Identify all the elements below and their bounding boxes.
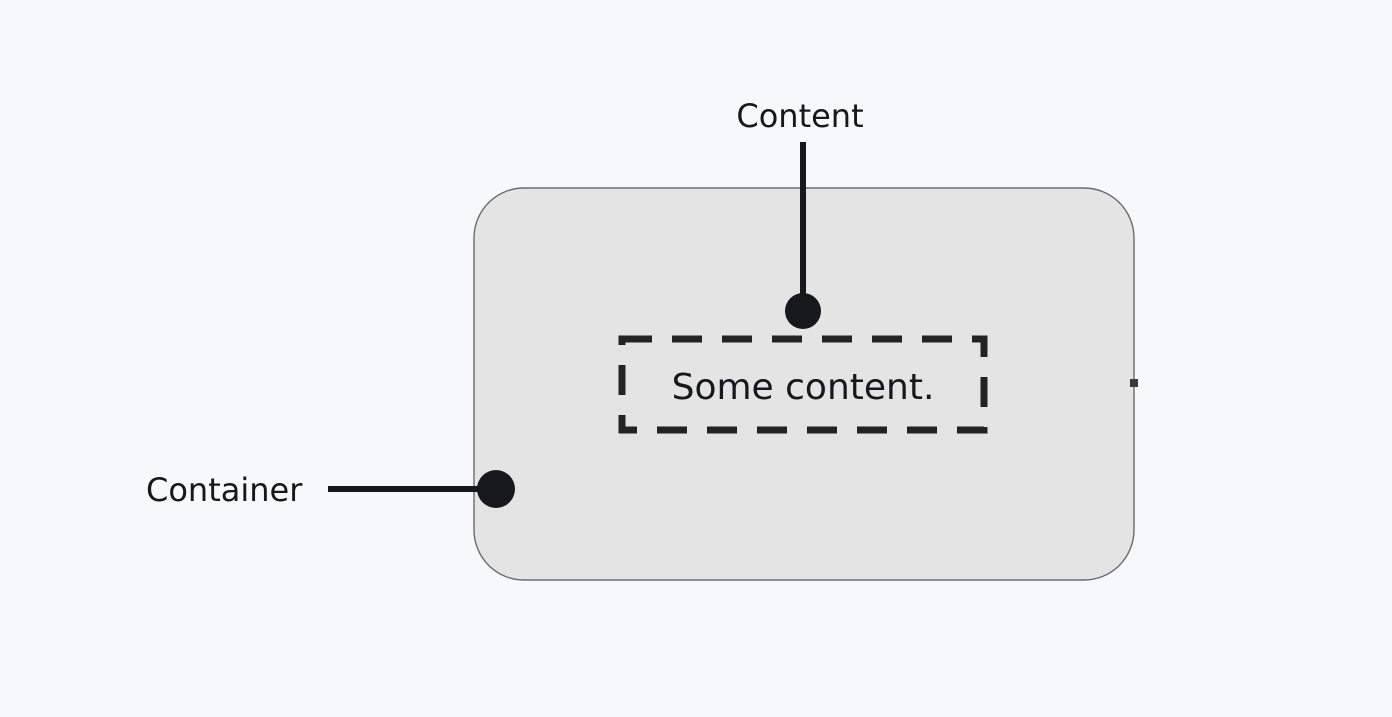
container-callout-label: Container [146,471,303,509]
content-callout-dot[interactable] [785,293,821,329]
content-shape[interactable] [618,335,988,434]
container-callout-dot[interactable] [477,470,515,508]
right-edge-tick-icon [1130,379,1138,387]
content-text: Some content. [672,367,935,408]
content-callout-label: Content [736,97,863,135]
